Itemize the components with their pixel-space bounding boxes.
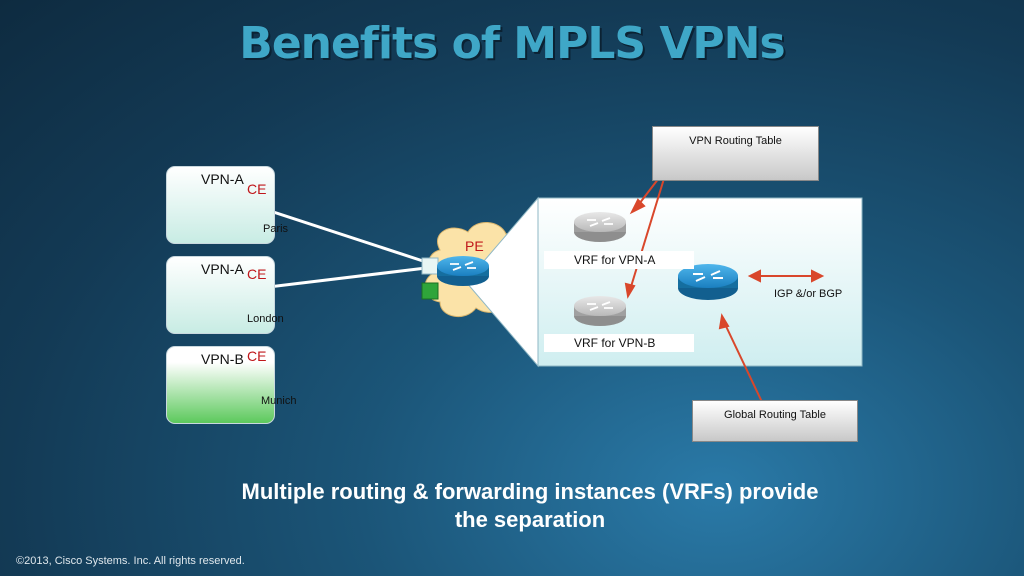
vrf-b-label: VRF for VPN-B <box>544 334 694 352</box>
site-london: VPN-A CE London <box>166 256 284 334</box>
arrow-global-table <box>723 321 763 403</box>
caption: Multiple routing & forwarding instances … <box>150 478 910 534</box>
global-routing-table-label: Global Routing Table <box>724 409 826 421</box>
caption-line-1: Multiple routing & forwarding instances … <box>241 479 819 504</box>
link-london <box>251 266 427 291</box>
ce-label: CE <box>247 266 267 282</box>
site-paris: VPN-A CE Paris <box>166 166 288 244</box>
router-pe-icon <box>437 256 489 286</box>
zoom-wedge <box>465 196 539 368</box>
interface-vpn-a <box>421 257 439 275</box>
ce-label: CE <box>247 348 267 364</box>
router-global-icon <box>678 264 738 300</box>
city-label: Paris <box>263 223 289 235</box>
router-vrf-a-icon <box>574 212 626 242</box>
slide-title: Benefits of MPLS VPNs <box>239 18 785 69</box>
site-vpn-label: VPN-A <box>201 171 244 187</box>
city-label: Munich <box>261 395 297 407</box>
site-vpn-label: VPN-B <box>201 351 244 367</box>
city-label: London <box>247 313 284 325</box>
caption-line-2: the separation <box>454 507 606 532</box>
link-paris <box>251 203 427 264</box>
site-munich: VPN-B CE Munich <box>166 346 296 424</box>
vrf-a-label: VRF for VPN-A <box>544 251 694 269</box>
router-vrf-b-icon <box>574 296 626 326</box>
pe-label: PE <box>465 238 484 254</box>
global-routing-table-box: Global Routing Table <box>692 400 858 442</box>
vpn-routing-table-box: VPN Routing Table <box>652 126 819 181</box>
igp-bgp-label: IGP &/or BGP <box>774 288 843 300</box>
interface-vpn-b <box>421 282 439 300</box>
arrow-vpn-table-to-vrf-b <box>629 171 667 291</box>
site-vpn-label: VPN-A <box>201 261 244 277</box>
ce-label: CE <box>247 181 267 197</box>
copyright: ©2013, Cisco Systems. Inc. All rights re… <box>16 555 245 567</box>
vpn-routing-table-label: VPN Routing Table <box>689 135 782 147</box>
